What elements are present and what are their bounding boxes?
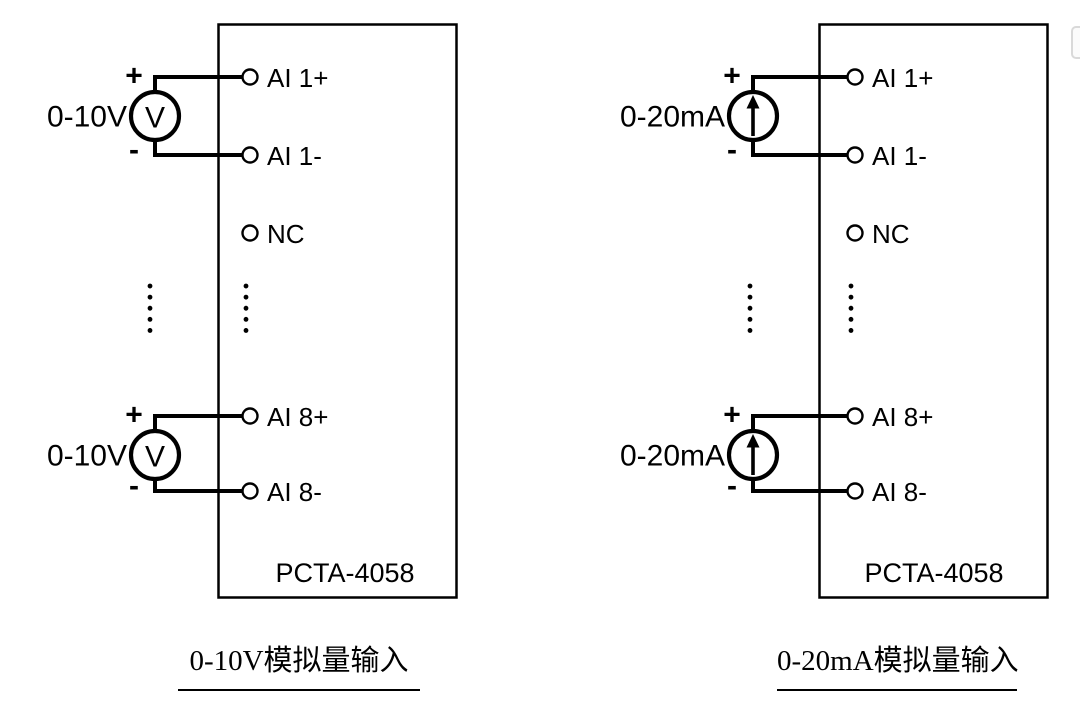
terminal-circle-ai1-minus [846,146,864,164]
polarity-minus-label: - [129,134,139,167]
module-name-label: PCTA-4058 [275,558,414,588]
terminal-circle-ai1-minus [241,146,259,164]
polarity-plus-label: + [723,60,741,93]
polarity-minus-label: - [727,134,737,167]
wire-ai1-minus [751,136,848,157]
caption-voltage-input: 0-10V模拟量输入 [178,645,420,691]
terminal-circle-nc [846,224,864,242]
partial-ui-element [1071,26,1080,59]
source-range-label: 0-10V [47,101,127,134]
terminal-label: AI 1+ [872,63,933,93]
module-box [818,23,1049,599]
terminal-circle-nc [241,224,259,242]
polarity-minus-label: - [129,470,139,503]
terminal-circle-ai8-plus [241,407,259,425]
terminal-label: AI 8- [872,477,927,507]
terminal-label: AI 8- [267,477,322,507]
source-range-label: 0-10V [47,440,127,473]
voltage-source-symbol [128,89,182,143]
wiring-diagram-voltage: V + - 0-10V V + - 0-10V AI 1+ AI 1- NC A… [47,23,458,599]
source-range-label: 0-20mA [620,440,725,473]
module-box [217,23,458,599]
wiring-diagram-current: + - 0-20mA + - 0-20mA AI 1+ AI 1- NC AI … [620,23,1049,599]
voltage-source-letter: V [145,441,165,474]
terminal-circle-ai8-plus [846,407,864,425]
terminal-label: AI 8+ [872,402,933,432]
wire-ai1-plus [751,75,848,96]
terminal-label: AI 8+ [267,402,328,432]
up-arrow-icon [746,434,760,475]
terminal-label: AI 1- [267,141,322,171]
voltage-source-letter: V [145,102,165,135]
source-range-label: 0-20mA [620,101,725,134]
terminal-circle-ai8-minus [846,482,864,500]
caption-text: 0-20mA模拟量输入 [777,645,1019,677]
polarity-plus-label: + [723,399,741,432]
terminal-label: AI 1- [872,141,927,171]
polarity-minus-label: - [727,470,737,503]
terminal-circle-ai1-plus [846,68,864,86]
wire-ai8-plus [153,414,243,435]
module-name-label: PCTA-4058 [864,558,1003,588]
terminal-label: AI 1+ [267,63,328,93]
terminal-circle-ai8-minus [241,482,259,500]
voltage-source-symbol [128,428,182,482]
terminal-label: NC [872,219,910,249]
wire-ai1-minus [153,136,243,157]
caption-text: 0-10V模拟量输入 [189,645,409,677]
polarity-plus-label: + [125,60,143,93]
wire-ai8-minus [751,475,848,493]
caption-current-input: 0-20mA模拟量输入 [777,645,1019,691]
terminal-circle-ai1-plus [241,68,259,86]
up-arrow-icon [746,95,760,136]
wire-ai8-plus [751,414,848,435]
terminal-label: NC [267,219,305,249]
wire-ai1-plus [153,75,243,96]
polarity-plus-label: + [125,399,143,432]
